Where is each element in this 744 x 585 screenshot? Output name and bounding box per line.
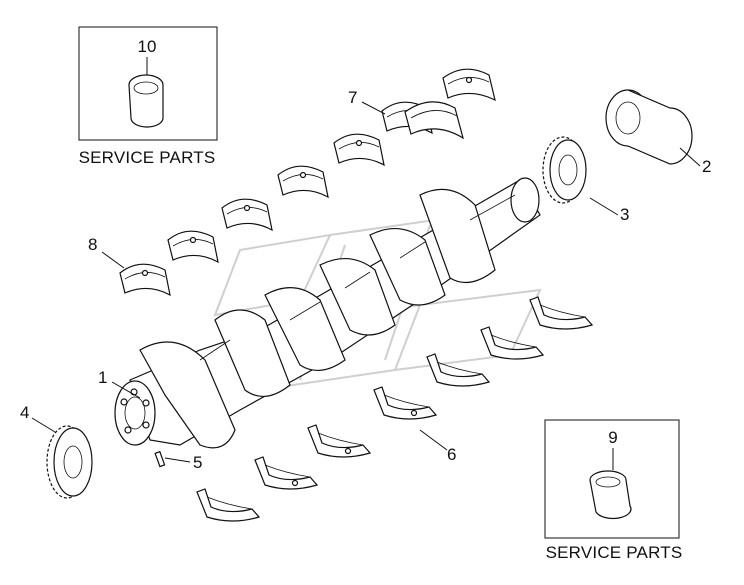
bearing-shell-upper [277, 165, 329, 199]
callout-8: 8 [88, 235, 97, 254]
timing-gear-right [542, 136, 587, 204]
bearing-shell-upper [333, 133, 385, 167]
callout-5: 5 [193, 453, 202, 472]
service-parts-box-bottom: 9 SERVICE PARTS [544, 419, 683, 562]
bearing-shell-lower [307, 424, 372, 458]
callout-6: 6 [447, 445, 456, 464]
bearing-shell-lower [426, 353, 491, 387]
timing-gear-left [46, 425, 93, 499]
callout-10: 10 [138, 37, 157, 56]
bearing-shell-upper [221, 198, 273, 232]
dowel-pin [154, 450, 166, 468]
lower-bearing-shells [196, 296, 594, 522]
upper-bearing-shells [119, 68, 496, 297]
bearing-bushing-9 [589, 470, 632, 520]
bearing-shell-upper [167, 230, 219, 264]
bearing-shell-upper [404, 101, 464, 140]
bearing-shell-lower [480, 326, 545, 360]
callout-4: 4 [20, 403, 29, 422]
crankshaft [114, 177, 541, 449]
bearing-shell-lower [529, 296, 594, 330]
service-parts-box-top: 10 SERVICE PARTS [78, 26, 218, 167]
seal-ring [605, 89, 693, 165]
callout-1: 1 [98, 368, 107, 387]
bearing-bushing-10 [128, 74, 164, 128]
callout-9: 9 [608, 428, 617, 447]
bearing-shell-lower [254, 456, 319, 490]
service-parts-label-bottom: SERVICE PARTS [546, 543, 683, 562]
callout-2: 2 [702, 157, 711, 176]
bearing-shell-upper [119, 263, 171, 297]
callout-3: 3 [620, 205, 629, 224]
callout-7: 7 [348, 88, 357, 107]
service-parts-label-top: SERVICE PARTS [79, 148, 216, 167]
bearing-shell-lower [373, 386, 438, 420]
bearing-shell-lower [196, 488, 261, 522]
bearing-shell-upper [442, 68, 496, 102]
